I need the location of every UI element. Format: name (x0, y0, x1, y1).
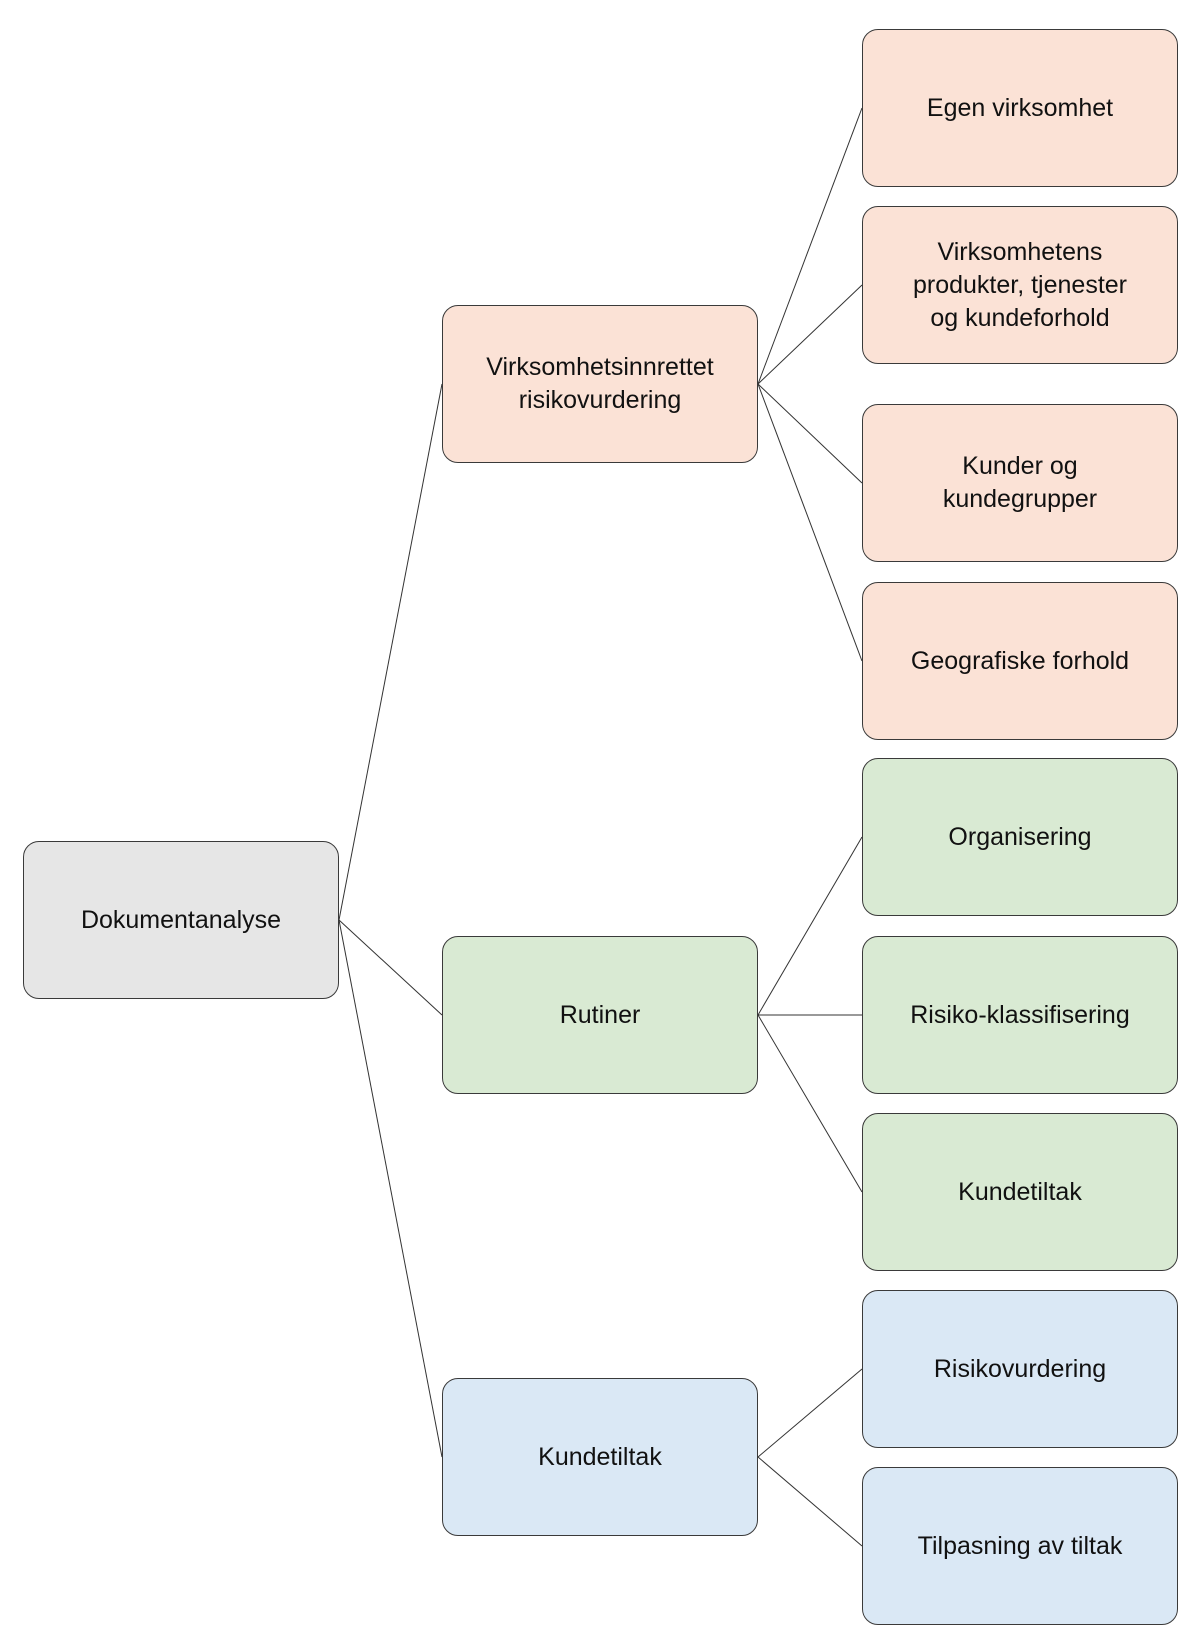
connector-root-to-branch-2 (338, 919, 443, 1458)
connector-branch-1-to-leaf-2 (757, 1014, 863, 1193)
connector-branch-2-to-leaf-0 (757, 1368, 863, 1458)
leaf-node-organisering: Organisering (862, 758, 1178, 916)
connector-root-to-branch-0 (338, 383, 443, 921)
node-label: Rutiner (559, 1000, 641, 1029)
node-label: Kundetiltak (538, 1442, 662, 1471)
node-label: Risiko-klassifisering (910, 1000, 1130, 1029)
node-label: Risikovurdering (933, 1354, 1107, 1383)
node-label: Kundetiltak (958, 1177, 1082, 1206)
leaf-node-geografiske-forhold: Geografiske forhold (862, 582, 1178, 740)
branch-node-risikovurdering: Virksomhetsinnrettet risikovurdering (442, 305, 758, 463)
node-label: Geografiske forhold (910, 646, 1130, 675)
connector-root-to-branch-1 (338, 919, 443, 1016)
connector-branch-0-to-leaf-2 (757, 383, 863, 484)
branch-node-rutiner: Rutiner (442, 936, 758, 1094)
connector-branch-0-to-leaf-0 (757, 107, 863, 385)
connector-branch-0-to-leaf-1 (757, 284, 863, 385)
leaf-node-tilpasning-av-tiltak: Tilpasning av tiltak (862, 1467, 1178, 1625)
node-label: Kunder og kundegrupper (942, 452, 1098, 513)
node-label: Egen virksomhet (926, 93, 1114, 122)
leaf-node-risiko-klassifisering: Risiko-klassifisering (862, 936, 1178, 1094)
connector-branch-2-to-leaf-1 (757, 1456, 863, 1547)
leaf-node-risikovurdering: Risikovurdering (862, 1290, 1178, 1448)
leaf-node-egen-virksomhet: Egen virksomhet (862, 29, 1178, 187)
node-label: Tilpasning av tiltak (917, 1531, 1123, 1560)
node-label: Dokumentanalyse (80, 905, 282, 934)
leaf-node-produkter-tjenester: Virksomhetens produkter, tjenester og ku… (862, 206, 1178, 364)
leaf-node-kunder-og-kundegrupper: Kunder og kundegrupper (862, 404, 1178, 562)
connector-branch-0-to-leaf-3 (757, 383, 863, 662)
node-label: Organisering (948, 822, 1092, 851)
leaf-node-kundetiltak: Kundetiltak (862, 1113, 1178, 1271)
root-node-dokumentanalyse: Dokumentanalyse (23, 841, 339, 999)
connector-branch-1-to-leaf-0 (757, 836, 863, 1016)
node-label: Virksomhetens produkter, tjenester og ku… (912, 237, 1127, 332)
node-label: Virksomhetsinnrettet risikovurdering (486, 353, 714, 414)
branch-node-kundetiltak: Kundetiltak (442, 1378, 758, 1536)
